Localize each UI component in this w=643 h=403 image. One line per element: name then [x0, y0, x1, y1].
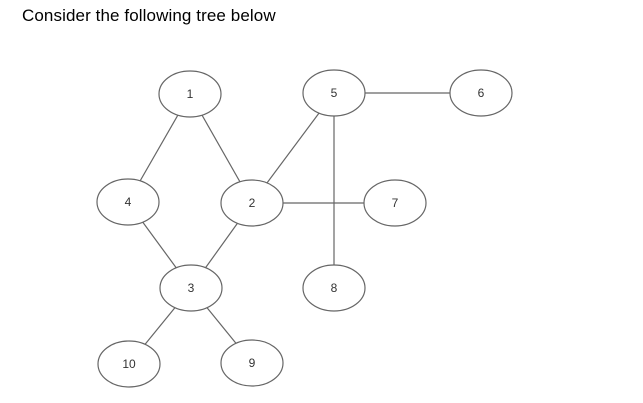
- page-title: Consider the following tree below: [22, 6, 276, 25]
- node-label-5: 5: [331, 86, 338, 100]
- node-label-9: 9: [249, 356, 256, 370]
- node-ellipse-3: [159, 264, 223, 312]
- node-ellipse-6: [449, 69, 513, 117]
- node-6: 6: [449, 69, 513, 117]
- node-label-6: 6: [478, 86, 485, 100]
- node-9: 9: [220, 339, 284, 387]
- node-label-4: 4: [125, 195, 132, 209]
- node-label-1: 1: [187, 87, 194, 101]
- node-label-8: 8: [331, 281, 338, 295]
- node-ellipse-4: [96, 178, 160, 226]
- node-5: 5: [302, 69, 366, 117]
- node-label-10: 10: [122, 357, 136, 371]
- node-ellipse-2: [220, 179, 284, 227]
- node-10: 10: [97, 340, 161, 388]
- node-label-7: 7: [392, 196, 399, 210]
- node-label-2: 2: [249, 196, 256, 210]
- node-ellipse-5: [302, 69, 366, 117]
- node-ellipse-7: [363, 179, 427, 227]
- node-8: 8: [302, 264, 366, 312]
- node-4: 4: [96, 178, 160, 226]
- node-ellipse-9: [220, 339, 284, 387]
- node-ellipse-8: [302, 264, 366, 312]
- node-7: 7: [363, 179, 427, 227]
- node-2: 2: [220, 179, 284, 227]
- node-3: 3: [159, 264, 223, 312]
- node-ellipse-10: [97, 340, 161, 388]
- node-1: 1: [158, 70, 222, 118]
- node-label-3: 3: [188, 281, 195, 295]
- node-ellipse-1: [158, 70, 222, 118]
